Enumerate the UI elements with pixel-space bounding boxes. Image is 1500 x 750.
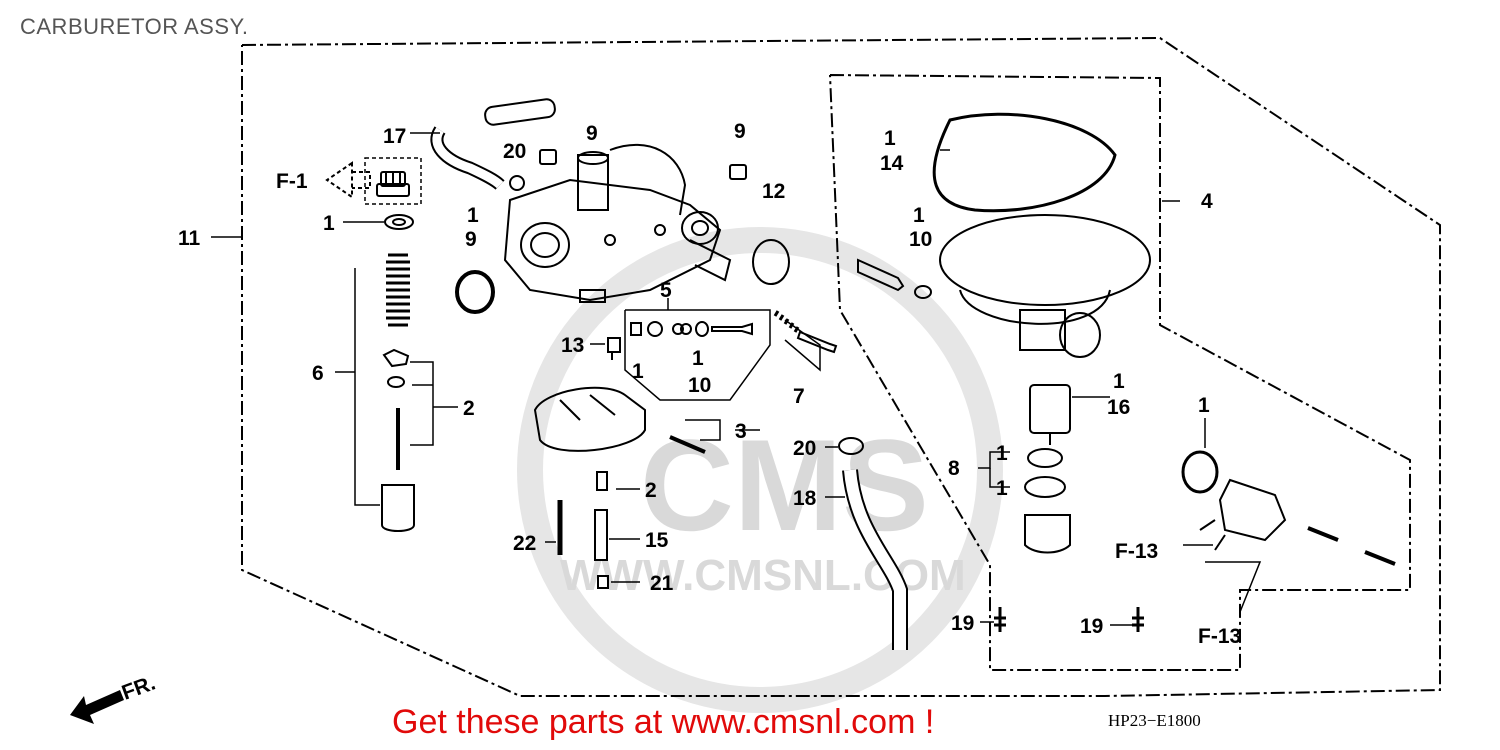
page-title: CARBURETOR ASSY. (20, 14, 249, 39)
callout-19a: 19 (951, 612, 974, 635)
drain-cap (1024, 514, 1071, 554)
front-direction-arrow: FR. (70, 672, 158, 724)
callout-9a: 9 (586, 122, 598, 145)
callout-14: 14 (880, 152, 904, 175)
reference-labels: F-1 F-13 F-13 (276, 170, 1241, 648)
callout-1c: 1 (913, 204, 925, 227)
callout-1a: 1 (323, 212, 335, 235)
callout-8: 8 (948, 457, 960, 480)
callout-15: 15 (645, 529, 669, 552)
jet-screw (597, 575, 609, 589)
callout-1d: 1 (632, 360, 644, 383)
float-chamber-frame (829, 74, 1411, 671)
callout-17: 17 (383, 125, 406, 148)
callout-2b: 2 (645, 479, 657, 502)
ref-f13-b: F-13 (1198, 625, 1241, 648)
ref-f13-a: F-13 (1115, 540, 1158, 563)
mounting-screw (1364, 550, 1396, 566)
float-chamber-gasket (932, 112, 1117, 213)
drain-plug (607, 337, 621, 360)
float (533, 386, 646, 452)
o-ring (455, 270, 495, 314)
callout-20a: 20 (503, 140, 526, 163)
svg-text:CMS: CMS (640, 412, 929, 558)
hose-clip (509, 175, 525, 191)
fuel-strainer (1029, 384, 1071, 434)
callout-10b: 10 (688, 374, 711, 397)
pilot-screw (796, 330, 838, 354)
bolt (1132, 607, 1144, 632)
callout-1b: 1 (467, 204, 479, 227)
float-pin (669, 435, 706, 454)
callout-2a: 2 (463, 397, 475, 420)
bolt (994, 607, 1006, 632)
callout-6: 6 (312, 362, 324, 385)
thermostat-cap (376, 171, 410, 197)
hose-clip-2 (838, 437, 864, 455)
callout-9b: 9 (734, 120, 746, 143)
air-screw (857, 258, 905, 292)
callout-3: 3 (735, 420, 747, 443)
ref-f1: F-1 (276, 170, 308, 193)
callout-11: 11 (178, 227, 201, 250)
float-chamber (939, 214, 1151, 358)
callout-12: 12 (762, 180, 785, 203)
callout-19b: 19 (1080, 615, 1103, 638)
needle-jet-set (630, 321, 753, 337)
callout-1f: 1 (1113, 370, 1125, 393)
promo-banner[interactable]: Get these parts at www.cmsnl.com ! (392, 703, 935, 741)
needle-jet-holder (594, 509, 608, 561)
diagram-code: HP23−E1800 (1108, 711, 1201, 730)
callout-1h: 1 (996, 442, 1008, 465)
callout-5: 5 (660, 279, 672, 302)
leader-lines (211, 132, 1262, 626)
callout-18: 18 (793, 487, 817, 510)
carburetor-body (503, 144, 732, 303)
straight-hose (484, 98, 556, 126)
clip-cap (539, 149, 557, 165)
fuel-valve (1218, 478, 1287, 542)
callout-10a: 10 (909, 228, 932, 251)
callout-16: 16 (1107, 396, 1130, 419)
callout-1i: 1 (996, 477, 1008, 500)
needle-clip (387, 376, 405, 388)
clip-cap (729, 164, 747, 180)
callouts: 17 9 20 9 12 1 14 4 11 1 1 9 1 10 5 13 1… (178, 120, 1213, 638)
callout-21: 21 (650, 572, 674, 595)
callout-7: 7 (793, 385, 805, 408)
callout-1-gasket: 1 (884, 127, 896, 150)
callout-13: 13 (561, 334, 584, 357)
callout-4: 4 (1201, 190, 1213, 213)
mounting-screw (1307, 526, 1339, 542)
throttle-valve (381, 484, 415, 532)
callout-1e: 1 (692, 347, 704, 370)
svg-text:FR.: FR. (119, 672, 159, 705)
needle-retainer (382, 348, 410, 368)
cms-watermark: CMS WWW.CMSNL.COM (517, 227, 1003, 713)
main-jet (596, 471, 608, 491)
screw-o-ring (914, 285, 932, 299)
rubber-cap (752, 239, 790, 285)
callout-20b: 20 (793, 437, 816, 460)
valve-o-ring (1181, 450, 1219, 494)
throttle-spring (386, 253, 410, 327)
callout-1g: 1 (1198, 394, 1210, 417)
outer-assembly-frame (241, 36, 1441, 697)
callout-22: 22 (513, 532, 536, 555)
f1-arrow (325, 161, 371, 199)
o-ring-large (1024, 476, 1066, 498)
o-ring-small (1027, 448, 1063, 468)
cap-dashed-box (364, 157, 422, 205)
callout-9c: 9 (465, 228, 477, 251)
washer (384, 214, 414, 230)
